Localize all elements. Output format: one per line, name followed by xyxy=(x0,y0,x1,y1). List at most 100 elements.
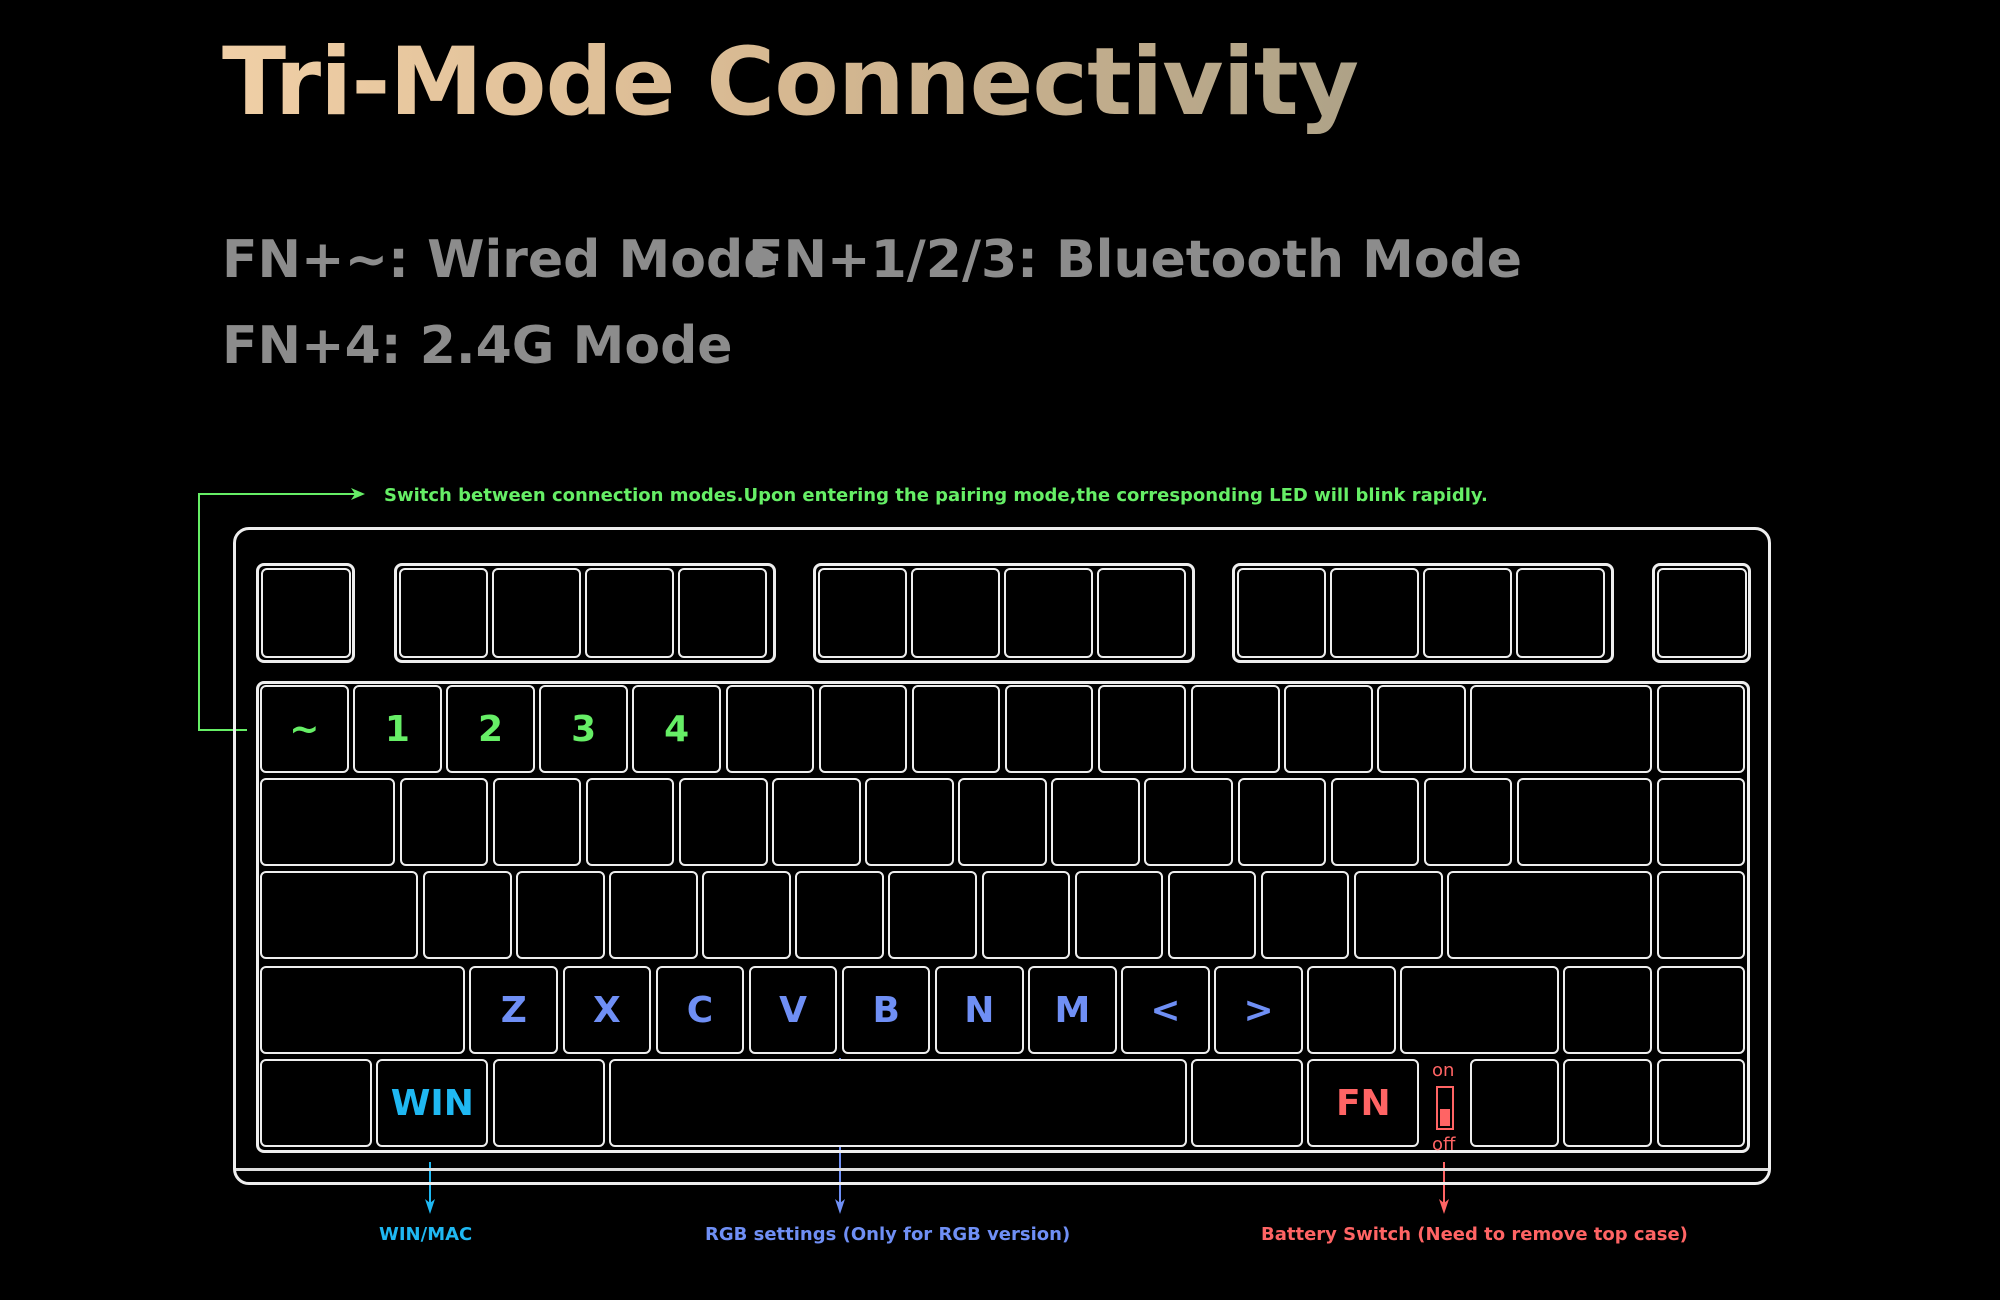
fn-key[interactable]: FN xyxy=(1307,1059,1420,1147)
mode-key[interactable]: 1 xyxy=(353,685,442,773)
key-legend: > xyxy=(1243,989,1274,1031)
key[interactable] xyxy=(1656,685,1746,773)
rgb-key[interactable]: V xyxy=(748,966,838,1054)
key[interactable] xyxy=(1074,871,1164,959)
key[interactable] xyxy=(1656,871,1746,959)
esc-key[interactable] xyxy=(261,568,351,658)
mode-key[interactable]: 4 xyxy=(632,685,721,773)
key[interactable] xyxy=(1563,1059,1652,1147)
key[interactable] xyxy=(516,871,605,959)
key[interactable] xyxy=(888,871,978,959)
key[interactable] xyxy=(725,685,815,773)
function-key[interactable] xyxy=(1004,568,1093,658)
rgb-key[interactable]: X xyxy=(562,966,652,1054)
key[interactable] xyxy=(492,778,582,866)
rgb-key[interactable]: Z xyxy=(469,966,559,1054)
rgb-key[interactable]: N xyxy=(934,966,1024,1054)
keyboard-case xyxy=(233,527,1771,1185)
key[interactable] xyxy=(1563,966,1652,1054)
key[interactable] xyxy=(981,871,1071,959)
key[interactable] xyxy=(1447,871,1652,959)
key[interactable] xyxy=(1167,871,1257,959)
key[interactable] xyxy=(422,871,512,959)
rgb-key[interactable]: M xyxy=(1028,966,1117,1054)
function-key[interactable] xyxy=(678,568,767,658)
key[interactable] xyxy=(260,1059,372,1147)
key[interactable] xyxy=(1307,966,1396,1054)
key[interactable] xyxy=(1656,778,1746,866)
function-key[interactable] xyxy=(1516,568,1605,658)
key[interactable] xyxy=(1260,871,1350,959)
key[interactable] xyxy=(1400,966,1559,1054)
key[interactable] xyxy=(260,966,465,1054)
key[interactable] xyxy=(399,778,489,866)
key-legend: 3 xyxy=(571,708,597,750)
key[interactable] xyxy=(1377,685,1466,773)
key-legend: V xyxy=(779,989,807,1031)
key[interactable] xyxy=(772,778,861,866)
function-key[interactable] xyxy=(399,568,488,658)
key[interactable] xyxy=(795,871,884,959)
mode-key[interactable]: ~ xyxy=(260,685,349,773)
key[interactable] xyxy=(1191,1059,1303,1147)
key[interactable] xyxy=(260,778,396,866)
key[interactable] xyxy=(1470,685,1652,773)
key[interactable] xyxy=(260,871,419,959)
function-key[interactable] xyxy=(1423,568,1512,658)
key[interactable] xyxy=(609,871,698,959)
key[interactable] xyxy=(1330,778,1420,866)
key-group-frame xyxy=(1652,563,1751,663)
key[interactable] xyxy=(1516,778,1652,866)
key[interactable] xyxy=(702,871,791,959)
key[interactable] xyxy=(1284,685,1373,773)
function-key[interactable] xyxy=(1330,568,1419,658)
win-key[interactable]: WIN xyxy=(376,1059,489,1147)
key-legend: WIN xyxy=(390,1082,474,1124)
function-key[interactable] xyxy=(1237,568,1326,658)
key[interactable] xyxy=(1004,685,1094,773)
key[interactable] xyxy=(958,778,1047,866)
key[interactable] xyxy=(911,685,1001,773)
function-key[interactable] xyxy=(492,568,581,658)
rf-mode-text: FN+4: 2.4G Mode xyxy=(222,316,733,376)
rgb-key[interactable]: > xyxy=(1214,966,1303,1054)
key[interactable] xyxy=(1097,685,1187,773)
rgb-key[interactable]: B xyxy=(841,966,931,1054)
function-key[interactable] xyxy=(818,568,907,658)
function-key[interactable] xyxy=(1097,568,1186,658)
key[interactable] xyxy=(1656,1059,1746,1147)
function-key[interactable] xyxy=(911,568,1000,658)
key[interactable] xyxy=(1237,778,1327,866)
connection-leader-line xyxy=(198,493,355,731)
key[interactable] xyxy=(1353,871,1443,959)
key[interactable] xyxy=(585,778,675,866)
rgb-key[interactable]: < xyxy=(1121,966,1210,1054)
key-legend: X xyxy=(592,989,621,1031)
key-group-frame xyxy=(813,563,1196,663)
rgb-key[interactable]: C xyxy=(655,966,745,1054)
key[interactable] xyxy=(1051,778,1140,866)
key[interactable] xyxy=(678,778,768,866)
arrow-down-icon xyxy=(835,1199,845,1214)
spacebar-key[interactable] xyxy=(609,1059,1187,1147)
key[interactable] xyxy=(1423,778,1513,866)
key-legend: < xyxy=(1150,989,1181,1031)
key[interactable] xyxy=(1191,685,1280,773)
wired-mode-text: FN+~: Wired Mode xyxy=(222,230,779,290)
battery-label: Battery Switch (Need to remove top case) xyxy=(1261,1224,1688,1245)
key[interactable] xyxy=(492,1059,605,1147)
key[interactable] xyxy=(818,685,908,773)
winmac-label: WIN/MAC xyxy=(379,1224,473,1245)
key[interactable] xyxy=(1470,1059,1559,1147)
key[interactable] xyxy=(865,778,954,866)
key-legend: M xyxy=(1054,989,1091,1031)
function-key[interactable] xyxy=(1657,568,1747,658)
key[interactable] xyxy=(1144,778,1234,866)
mode-key[interactable]: 2 xyxy=(446,685,535,773)
key[interactable] xyxy=(1656,966,1746,1054)
key-group-frame xyxy=(394,563,777,663)
function-key[interactable] xyxy=(585,568,674,658)
mode-key[interactable]: 3 xyxy=(539,685,628,773)
battery-switch[interactable] xyxy=(1436,1086,1454,1130)
arrow-right-icon xyxy=(351,488,365,500)
